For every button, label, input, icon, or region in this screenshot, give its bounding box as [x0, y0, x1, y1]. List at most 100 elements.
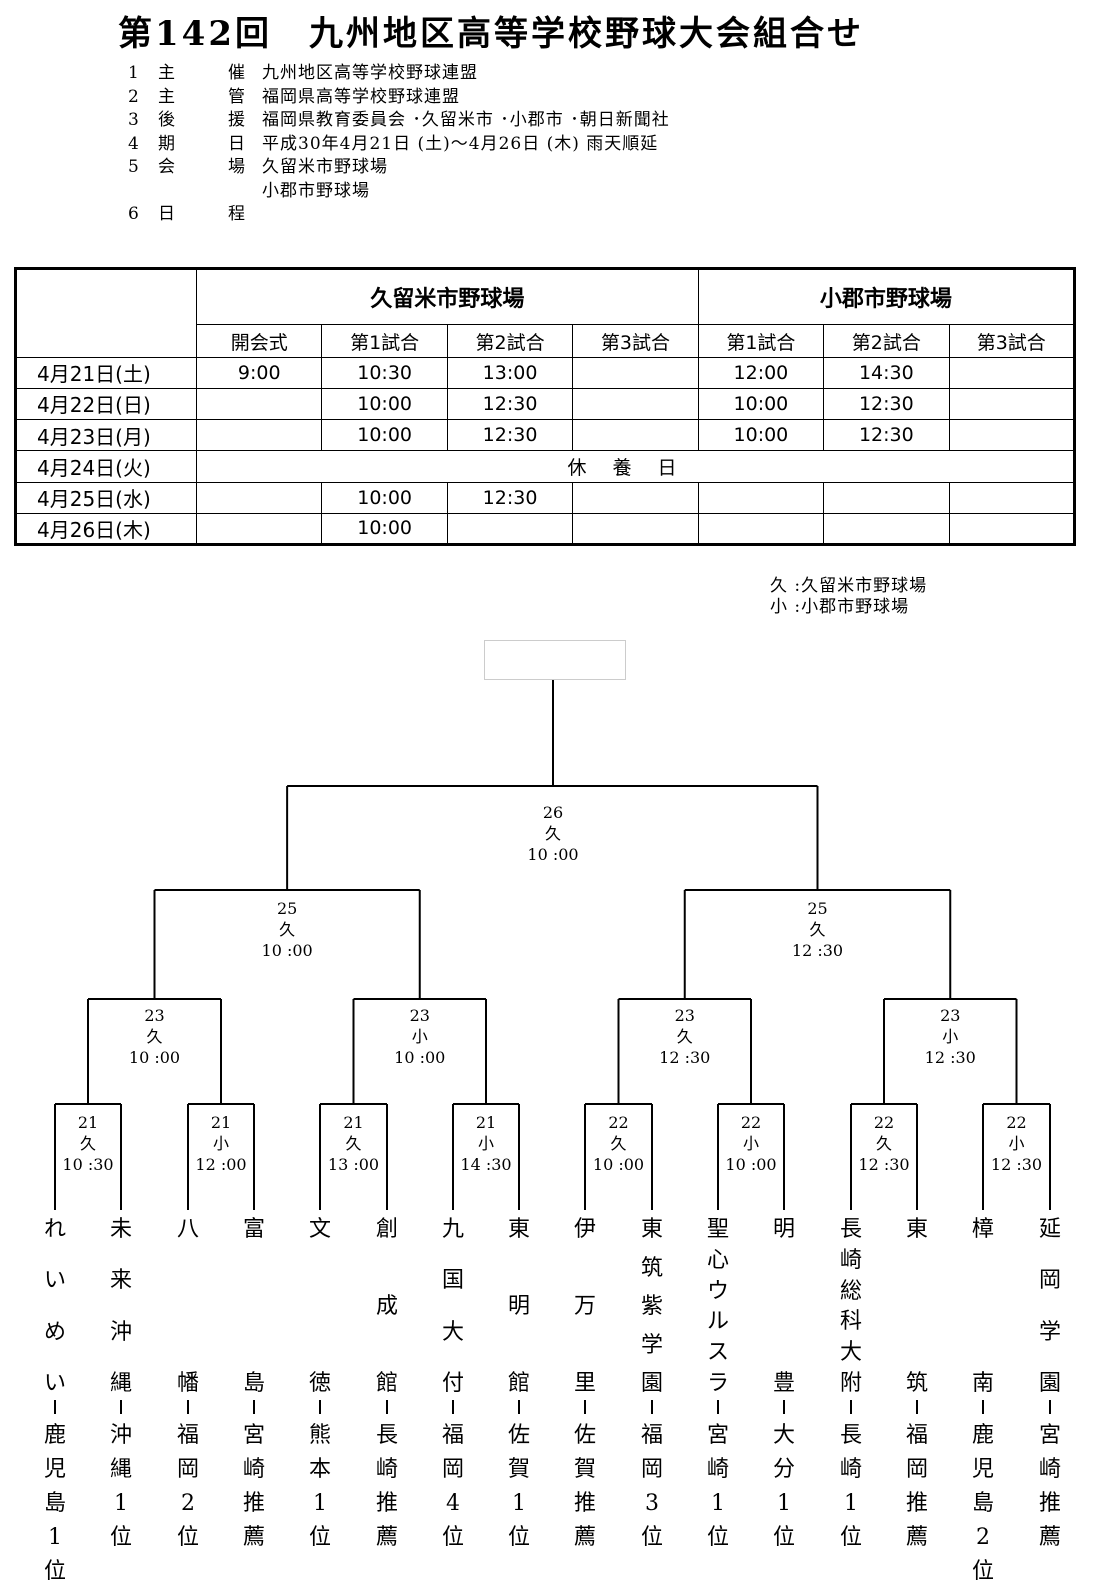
info-label: 期 日 — [158, 133, 263, 154]
info-label: 後 援 — [158, 110, 263, 130]
team-name-char: 八 — [176, 1217, 199, 1242]
team-name: 延岡学園 — [1030, 1218, 1070, 1396]
team-name-char: 樟 — [971, 1217, 994, 1242]
team-seed-char: 佐 — [507, 1423, 530, 1448]
team-name-char: ラ — [706, 1370, 729, 1396]
match-time: 10 :00 — [527, 845, 579, 864]
match-venue: 久 — [809, 920, 826, 939]
team-name-char: ス — [706, 1340, 729, 1366]
team-name-char: 学 — [640, 1332, 663, 1358]
match-venue: 小 — [212, 1134, 229, 1153]
time-cell: 10:30 — [321, 356, 448, 389]
team-seed-char: 薦 — [573, 1525, 596, 1550]
match-venue: 久 — [676, 1027, 693, 1046]
team-seed: 福岡推薦 — [897, 1424, 937, 1550]
separator-line — [386, 1400, 388, 1414]
team-name-char: 館 — [507, 1371, 530, 1396]
match-venue: 久 — [875, 1134, 892, 1153]
team-seed-char: 位 — [772, 1525, 795, 1550]
info-label: 主 管 — [158, 86, 263, 107]
team-seed-char: 推 — [573, 1491, 596, 1516]
separator-line — [783, 1400, 785, 1414]
time-cell: 10:00 — [321, 512, 448, 546]
match-time: 13 :00 — [327, 1155, 380, 1174]
team-seed-char: 位 — [839, 1525, 862, 1550]
team-seed-char: 宮 — [1038, 1423, 1061, 1448]
match-time: 12 :30 — [990, 1155, 1043, 1174]
team-name-char: 付 — [441, 1370, 464, 1396]
team-name-char: 豊 — [772, 1371, 795, 1396]
team-seed-char: 岡 — [176, 1457, 199, 1482]
match-day: 25 — [276, 899, 298, 918]
team-seed-char: 福 — [176, 1423, 199, 1448]
team-name: 樟南 — [963, 1218, 1003, 1396]
team-seed-char: 位 — [706, 1525, 729, 1550]
team-name-char: い — [43, 1370, 66, 1396]
info-number: 4 — [128, 133, 139, 154]
team-seed-char: 賀 — [507, 1457, 530, 1482]
column-header: 第2試合 — [823, 324, 950, 358]
match-day: 25 — [807, 899, 828, 918]
team-seed-char: 島 — [43, 1491, 66, 1516]
match-venue: 久 — [345, 1134, 362, 1153]
match-time: 12 :30 — [791, 941, 844, 960]
team-name-char: 館 — [375, 1371, 398, 1396]
team-seed-char: 福 — [640, 1423, 663, 1448]
separator-line — [584, 1400, 586, 1414]
team-name-char: 園 — [1038, 1370, 1061, 1396]
team-name-char: 総 — [839, 1278, 862, 1304]
team-seed-char: 本 — [308, 1457, 331, 1482]
info-number: 5 — [128, 157, 139, 177]
team-name: 聖心ウルスラ — [698, 1218, 738, 1396]
match-day: 26 — [542, 803, 564, 822]
info-label: 会 場 — [158, 157, 263, 177]
team-seed-char: 推 — [375, 1491, 398, 1516]
separator-line — [651, 1400, 653, 1414]
match-venue: 久 — [146, 1027, 163, 1046]
team-name-char: 岡 — [1038, 1268, 1061, 1294]
team-name-char: 国 — [441, 1268, 464, 1294]
date-cell: 4月23日(月) — [15, 419, 197, 452]
team-seed-char: 熊 — [308, 1423, 331, 1448]
team-seed-char: 岡 — [905, 1457, 928, 1482]
match-day: 21 — [475, 1113, 497, 1132]
team-seed-char: 薦 — [905, 1525, 928, 1550]
match-day: 21 — [343, 1113, 364, 1132]
match-time: 10 :00 — [128, 1048, 181, 1067]
team-seed-char: 1 — [48, 1525, 62, 1550]
team-name-char: 里 — [573, 1371, 596, 1396]
team-name: れいめい — [35, 1218, 75, 1396]
match-time: 10 :00 — [394, 1048, 446, 1067]
match-venue: 小 — [411, 1027, 428, 1046]
schedule-table: 久留米市野球場 小郡市野球場 開会式第1試合第2試合第3試合第1試合第2試合第3… — [14, 267, 1076, 546]
team-seed: 宮崎推薦 — [1030, 1424, 1070, 1550]
match-day: 23 — [674, 1006, 695, 1025]
team-seed-char: 分 — [772, 1457, 795, 1482]
match-time: 14 :30 — [460, 1155, 512, 1174]
match-time: 12 :30 — [924, 1048, 976, 1067]
date-cell: 4月26日(木) — [15, 512, 197, 546]
team-name: 未来沖縄 — [101, 1218, 141, 1396]
team-name-char: 紫 — [640, 1294, 663, 1319]
time-cell: 10:00 — [697, 419, 825, 452]
team-name-char: 聖 — [706, 1217, 729, 1242]
team-name-char: 未 — [109, 1217, 132, 1242]
info-number: 2 — [128, 86, 139, 107]
team-name-char: 園 — [640, 1371, 663, 1396]
info-number: 6 — [128, 204, 139, 224]
